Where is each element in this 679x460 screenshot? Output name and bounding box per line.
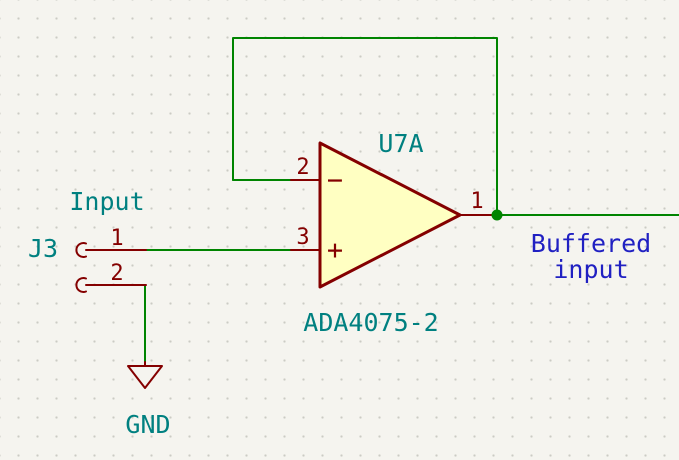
opamp-input-signs: − + bbox=[327, 165, 343, 266]
opamp-reference[interactable]: U7A bbox=[378, 129, 423, 158]
opamp-pin3-number: 3 bbox=[296, 225, 309, 250]
connector-reference[interactable]: J3 bbox=[28, 234, 58, 263]
reference-texts-group: U7A ADA4075-2 J3 Input GND bbox=[28, 129, 439, 439]
junction-dot[interactable] bbox=[491, 209, 503, 221]
opamp-value[interactable]: ADA4075-2 bbox=[303, 308, 438, 337]
connector-pin1-number: 1 bbox=[110, 226, 123, 251]
opamp-body[interactable] bbox=[318, 141, 462, 289]
gnd-net-label[interactable]: GND bbox=[125, 410, 170, 439]
symbol-graphics-group bbox=[75, 141, 498, 389]
buffered-label-line1[interactable]: Buffered bbox=[531, 229, 651, 258]
opamp-plus-sign: + bbox=[327, 235, 343, 266]
input-net-label[interactable]: Input bbox=[69, 187, 144, 216]
opamp-pin2-number: 2 bbox=[296, 155, 309, 180]
connector-pin2-circle[interactable] bbox=[75, 277, 87, 293]
buffered-input-label: Buffered input bbox=[531, 229, 651, 284]
wire-group bbox=[144, 37, 679, 363]
connector-pin1-circle[interactable] bbox=[75, 242, 87, 258]
connector-pin2-number: 2 bbox=[110, 261, 123, 286]
gnd-symbol[interactable] bbox=[127, 361, 163, 389]
pin-numbers-group: 2 3 1 1 2 bbox=[110, 155, 483, 286]
opamp-minus-sign: − bbox=[327, 165, 343, 196]
buffered-label-line2[interactable]: input bbox=[553, 255, 628, 284]
feedback-wire[interactable] bbox=[232, 37, 498, 216]
opamp-pin1-number: 1 bbox=[470, 189, 483, 214]
